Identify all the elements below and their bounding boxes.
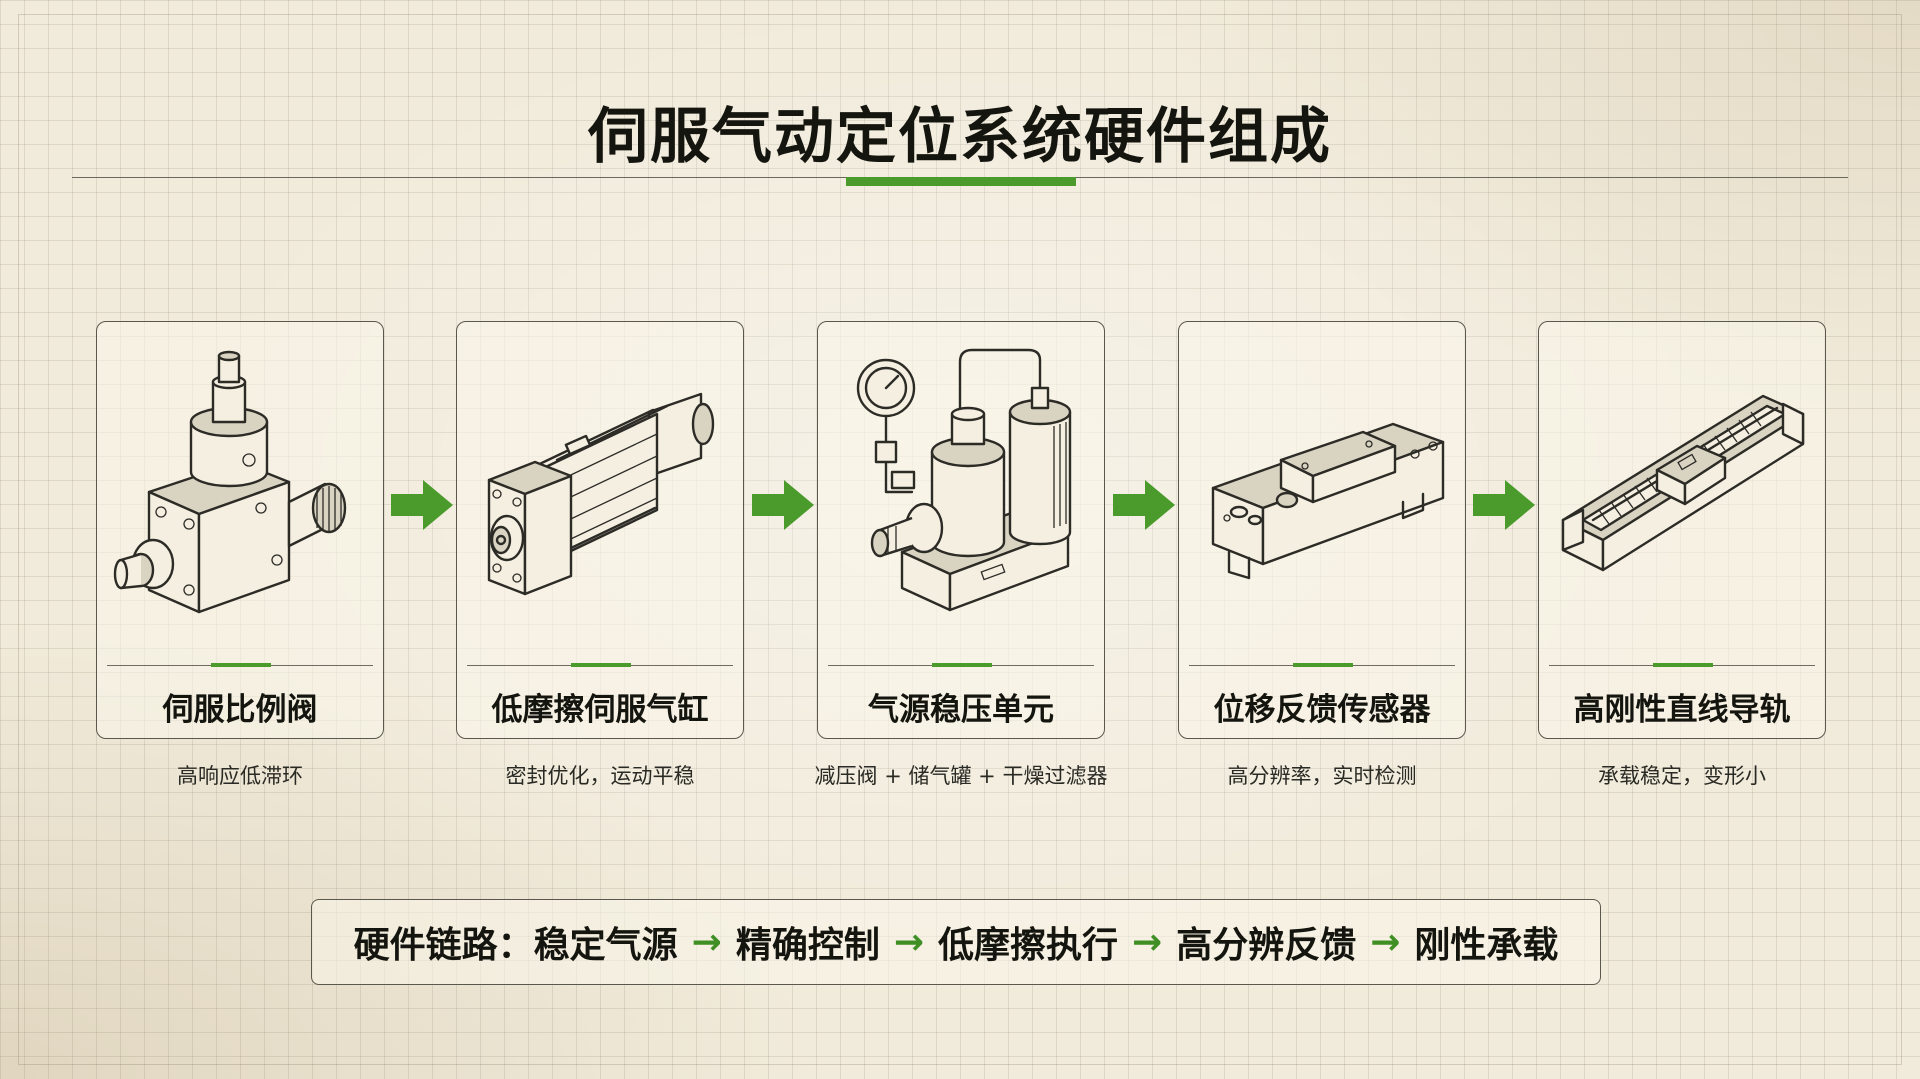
- chain-label: 硬件链路：: [353, 925, 534, 966]
- servo-proportional-valve-icon: [113, 350, 347, 614]
- component-card-linear-guide: 高刚性直线导轨: [1538, 321, 1826, 739]
- chain-step: 高分辨反馈: [1176, 925, 1357, 966]
- component-description: 高分辨率，实时检测: [1227, 764, 1417, 788]
- hardware-chain-summary: 硬件链路： 稳定气源 → 精确控制 → 低摩擦执行 → 高分辨反馈 → 刚性承载: [311, 899, 1601, 985]
- chain-arrow-icon: →: [1132, 921, 1163, 963]
- chain-arrow-icon: →: [893, 921, 924, 963]
- title-accent-bar: [846, 177, 1076, 186]
- right-arrow-icon: [1473, 480, 1535, 530]
- air-supply-unit-icon: [856, 348, 1072, 612]
- displacement-sensor-icon: [1211, 422, 1445, 580]
- card-accent-bar: [211, 663, 271, 667]
- component-card-servo-valve: 伺服比例阀: [96, 321, 384, 739]
- component-card-displacement-sensor: 位移反馈传感器: [1178, 321, 1466, 739]
- component-name: 位移反馈传感器: [1213, 692, 1431, 728]
- component-name: 低摩擦伺服气缸: [491, 692, 709, 728]
- pneumatic-cylinder-icon: [487, 392, 715, 596]
- card-accent-bar: [571, 663, 631, 667]
- component-name: 伺服比例阀: [162, 692, 318, 728]
- chain-step: 低摩擦执行: [938, 925, 1119, 966]
- component-description: 密封优化，运动平稳: [505, 764, 695, 788]
- component-description: 承载稳定，变形小: [1598, 764, 1766, 788]
- card-accent-bar: [1653, 663, 1713, 667]
- right-arrow-icon: [752, 480, 814, 530]
- component-description: 高响应低滞环: [177, 764, 303, 788]
- card-accent-bar: [1293, 663, 1353, 667]
- chain-arrow-icon: →: [1370, 921, 1401, 963]
- chain-arrow-icon: →: [691, 921, 722, 963]
- card-accent-bar: [932, 663, 992, 667]
- component-name: 气源稳压单元: [868, 692, 1054, 728]
- component-name: 高刚性直线导轨: [1573, 692, 1791, 728]
- chain-step: 稳定气源: [533, 925, 678, 966]
- right-arrow-icon: [1113, 480, 1175, 530]
- component-description: 减压阀 + 储气罐 + 干燥过滤器: [814, 764, 1108, 788]
- component-card-servo-cylinder: 低摩擦伺服气缸: [456, 321, 744, 739]
- chain-step: 精确控制: [735, 925, 880, 966]
- component-card-air-supply-unit: 气源稳压单元: [817, 321, 1105, 739]
- right-arrow-icon: [391, 480, 453, 530]
- page-title: 伺服气动定位系统硬件组成: [588, 102, 1332, 172]
- linear-guide-icon: [1561, 394, 1805, 572]
- chain-step: 刚性承载: [1414, 925, 1559, 966]
